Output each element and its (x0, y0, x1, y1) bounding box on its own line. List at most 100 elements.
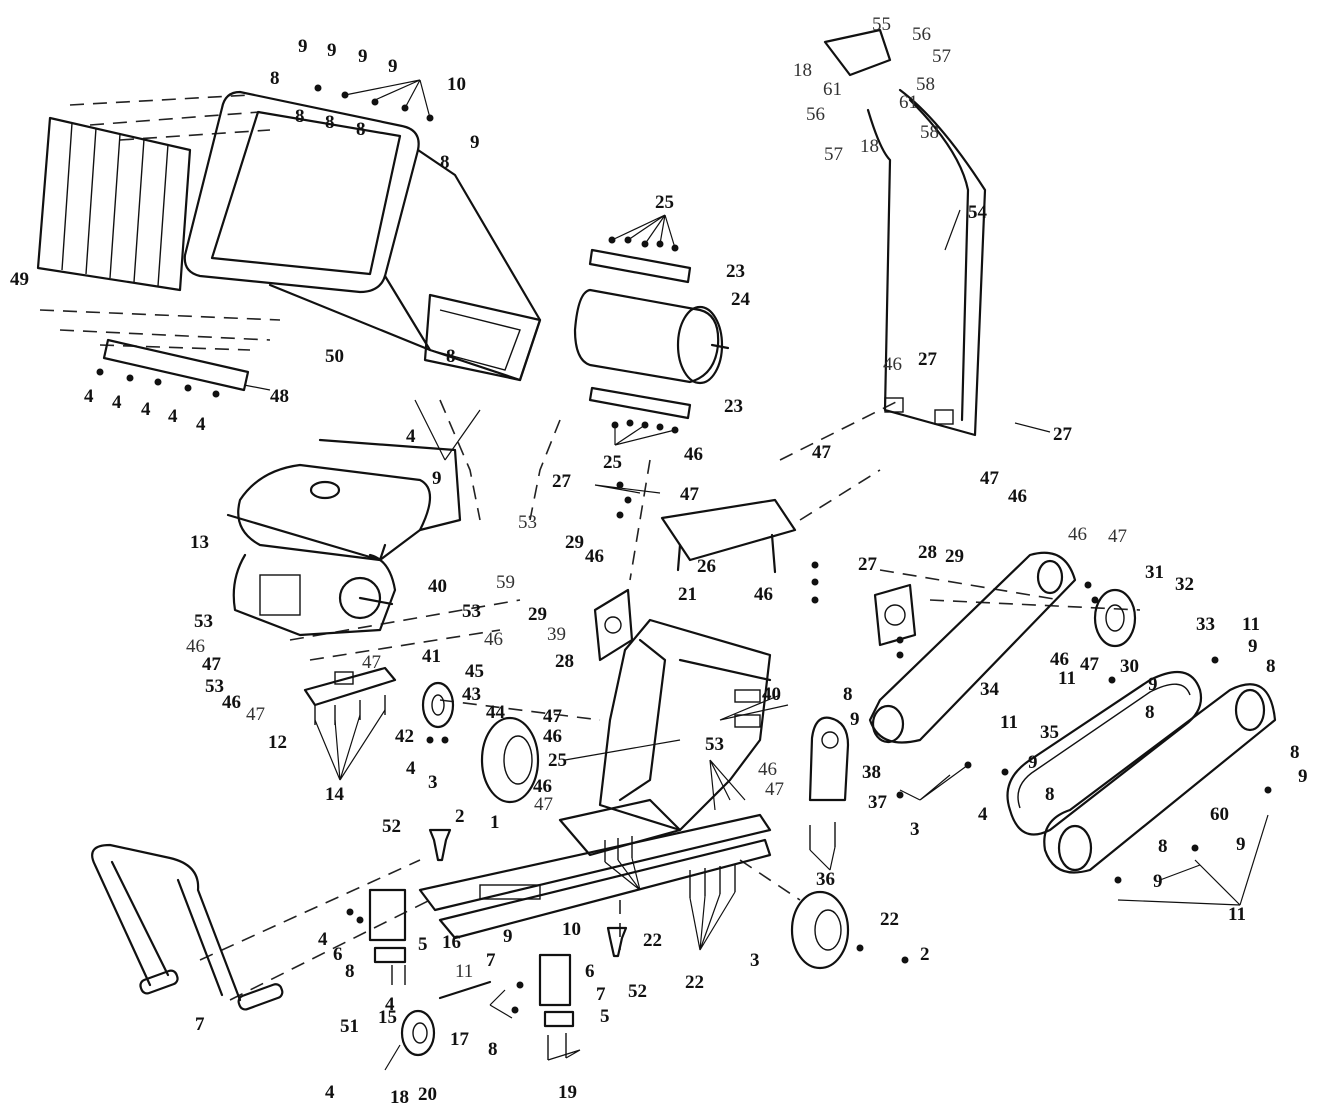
callout-label: 14 (325, 784, 345, 805)
callout-label: 39 (547, 624, 566, 645)
callout-label: 10 (447, 74, 466, 95)
callout-label: 9 (298, 36, 308, 57)
callout-label: 8 (1290, 742, 1300, 763)
callout-label: 1 (490, 812, 500, 833)
callout-label: 46 (1050, 649, 1069, 670)
callout-label: 58 (916, 74, 935, 95)
callout-label: 4 (141, 399, 151, 420)
callout-label: 4 (112, 392, 122, 413)
callout-label: 16 (442, 932, 461, 953)
callout-label: 11 (1000, 712, 1018, 733)
callout-label: 4 (325, 1082, 335, 1103)
callout-label: 9 (1153, 871, 1163, 892)
callout-label: 9 (850, 709, 860, 730)
callout-label: 34 (980, 679, 1000, 700)
callout-label: 46 (1008, 486, 1027, 507)
callout-label: 18 (390, 1087, 409, 1106)
callout-label: 19 (558, 1082, 577, 1103)
part-21-frame-housing (598, 618, 772, 832)
callout-label: 44 (486, 702, 506, 723)
callout-label: 11 (455, 961, 473, 982)
part-15-axle (438, 980, 492, 1000)
callout-label: 8 (345, 961, 355, 982)
callout-label: 5 (418, 934, 428, 955)
callout-label: 53 (205, 676, 224, 697)
callout-label: 8 (440, 152, 450, 173)
callout-label: 47 (812, 442, 832, 463)
callout-label: 47 (680, 484, 700, 505)
callout-label: 8 (1045, 784, 1055, 805)
callout-label: 60 (1210, 804, 1229, 825)
part-34-belt-guard-arm (868, 551, 1077, 744)
part-30-pulley (1093, 588, 1137, 648)
callout-label: 31 (1145, 562, 1164, 583)
part-52-knob-right (606, 926, 628, 958)
callout-label: 6 (333, 944, 343, 965)
part-60-belt-guard (1043, 683, 1277, 874)
callout-label: 21 (678, 584, 697, 605)
callout-label: 30 (1120, 656, 1139, 677)
callout-label: 47 (246, 704, 265, 725)
callout-label: 43 (462, 684, 481, 705)
callout-label: 4 (406, 426, 416, 447)
callout-label: 8 (446, 346, 456, 367)
callout-label: 2 (920, 944, 930, 965)
callout-label: 57 (824, 144, 843, 165)
callout-label: 40 (428, 576, 447, 597)
part-13-engine (226, 438, 462, 637)
fastener-bolts (96, 84, 1272, 1060)
callout-label: 2 (455, 806, 465, 827)
callout-label: 47 (362, 652, 381, 673)
part-52-knob-left (428, 828, 452, 862)
callout-label: 9 (1248, 636, 1258, 657)
callout-label: 56 (912, 24, 931, 45)
callout-label: 9 (503, 926, 513, 947)
part-12-base-plate (303, 666, 397, 707)
callout-label: 54 (968, 202, 988, 223)
callout-label: 8 (1158, 836, 1168, 857)
callout-label: 20 (418, 1084, 437, 1105)
callout-label: 47 (980, 468, 1000, 489)
callout-label: 22 (643, 930, 662, 951)
callout-label: 17 (450, 1029, 470, 1050)
callout-label: 47 (765, 779, 784, 800)
callout-label: 59 (496, 572, 515, 593)
callout-label: 3 (750, 950, 760, 971)
callout-label: 53 (705, 734, 724, 755)
callout-label: 11 (1058, 668, 1076, 689)
callout-label: 13 (190, 532, 209, 553)
callout-label: 57 (932, 46, 951, 67)
callout-label: 27 (552, 471, 572, 492)
callout-label: 46 (186, 636, 205, 657)
callout-label: 7 (596, 984, 606, 1005)
callout-label: 18 (793, 60, 812, 81)
callout-label: 9 (1028, 752, 1038, 773)
part-17-small-wheel (400, 1009, 436, 1057)
part-51-push-handle (91, 843, 284, 1011)
callout-label: 47 (1108, 526, 1127, 547)
callout-label: 29 (528, 604, 547, 625)
part-54-tube-handle (823, 28, 987, 437)
callout-label: 47 (202, 654, 222, 675)
callout-label: 47 (534, 794, 553, 815)
callout-label: 53 (462, 601, 481, 622)
callout-label: 46 (543, 726, 562, 747)
part-42-pulley (421, 681, 455, 729)
callout-label: 8 (1145, 702, 1155, 723)
callout-label: 18 (860, 136, 879, 157)
assembly-guide-lines (39, 94, 1141, 1001)
callout-label: 46 (484, 629, 503, 650)
callout-label: 55 (872, 14, 891, 35)
callout-label: 7 (195, 1014, 205, 1035)
callout-label: 25 (655, 192, 674, 213)
callout-label: 22 (685, 972, 704, 993)
callout-label: 24 (731, 289, 751, 310)
callout-label: 3 (428, 772, 438, 793)
part-26-top-bracket (660, 498, 797, 574)
callout-label: 25 (603, 452, 622, 473)
part-35-belt (1006, 670, 1203, 836)
callout-label: 46 (585, 546, 604, 567)
part-48-bracket-bar (102, 338, 250, 392)
callout-label: 47 (1080, 654, 1100, 675)
callout-label: 27 (858, 554, 878, 575)
